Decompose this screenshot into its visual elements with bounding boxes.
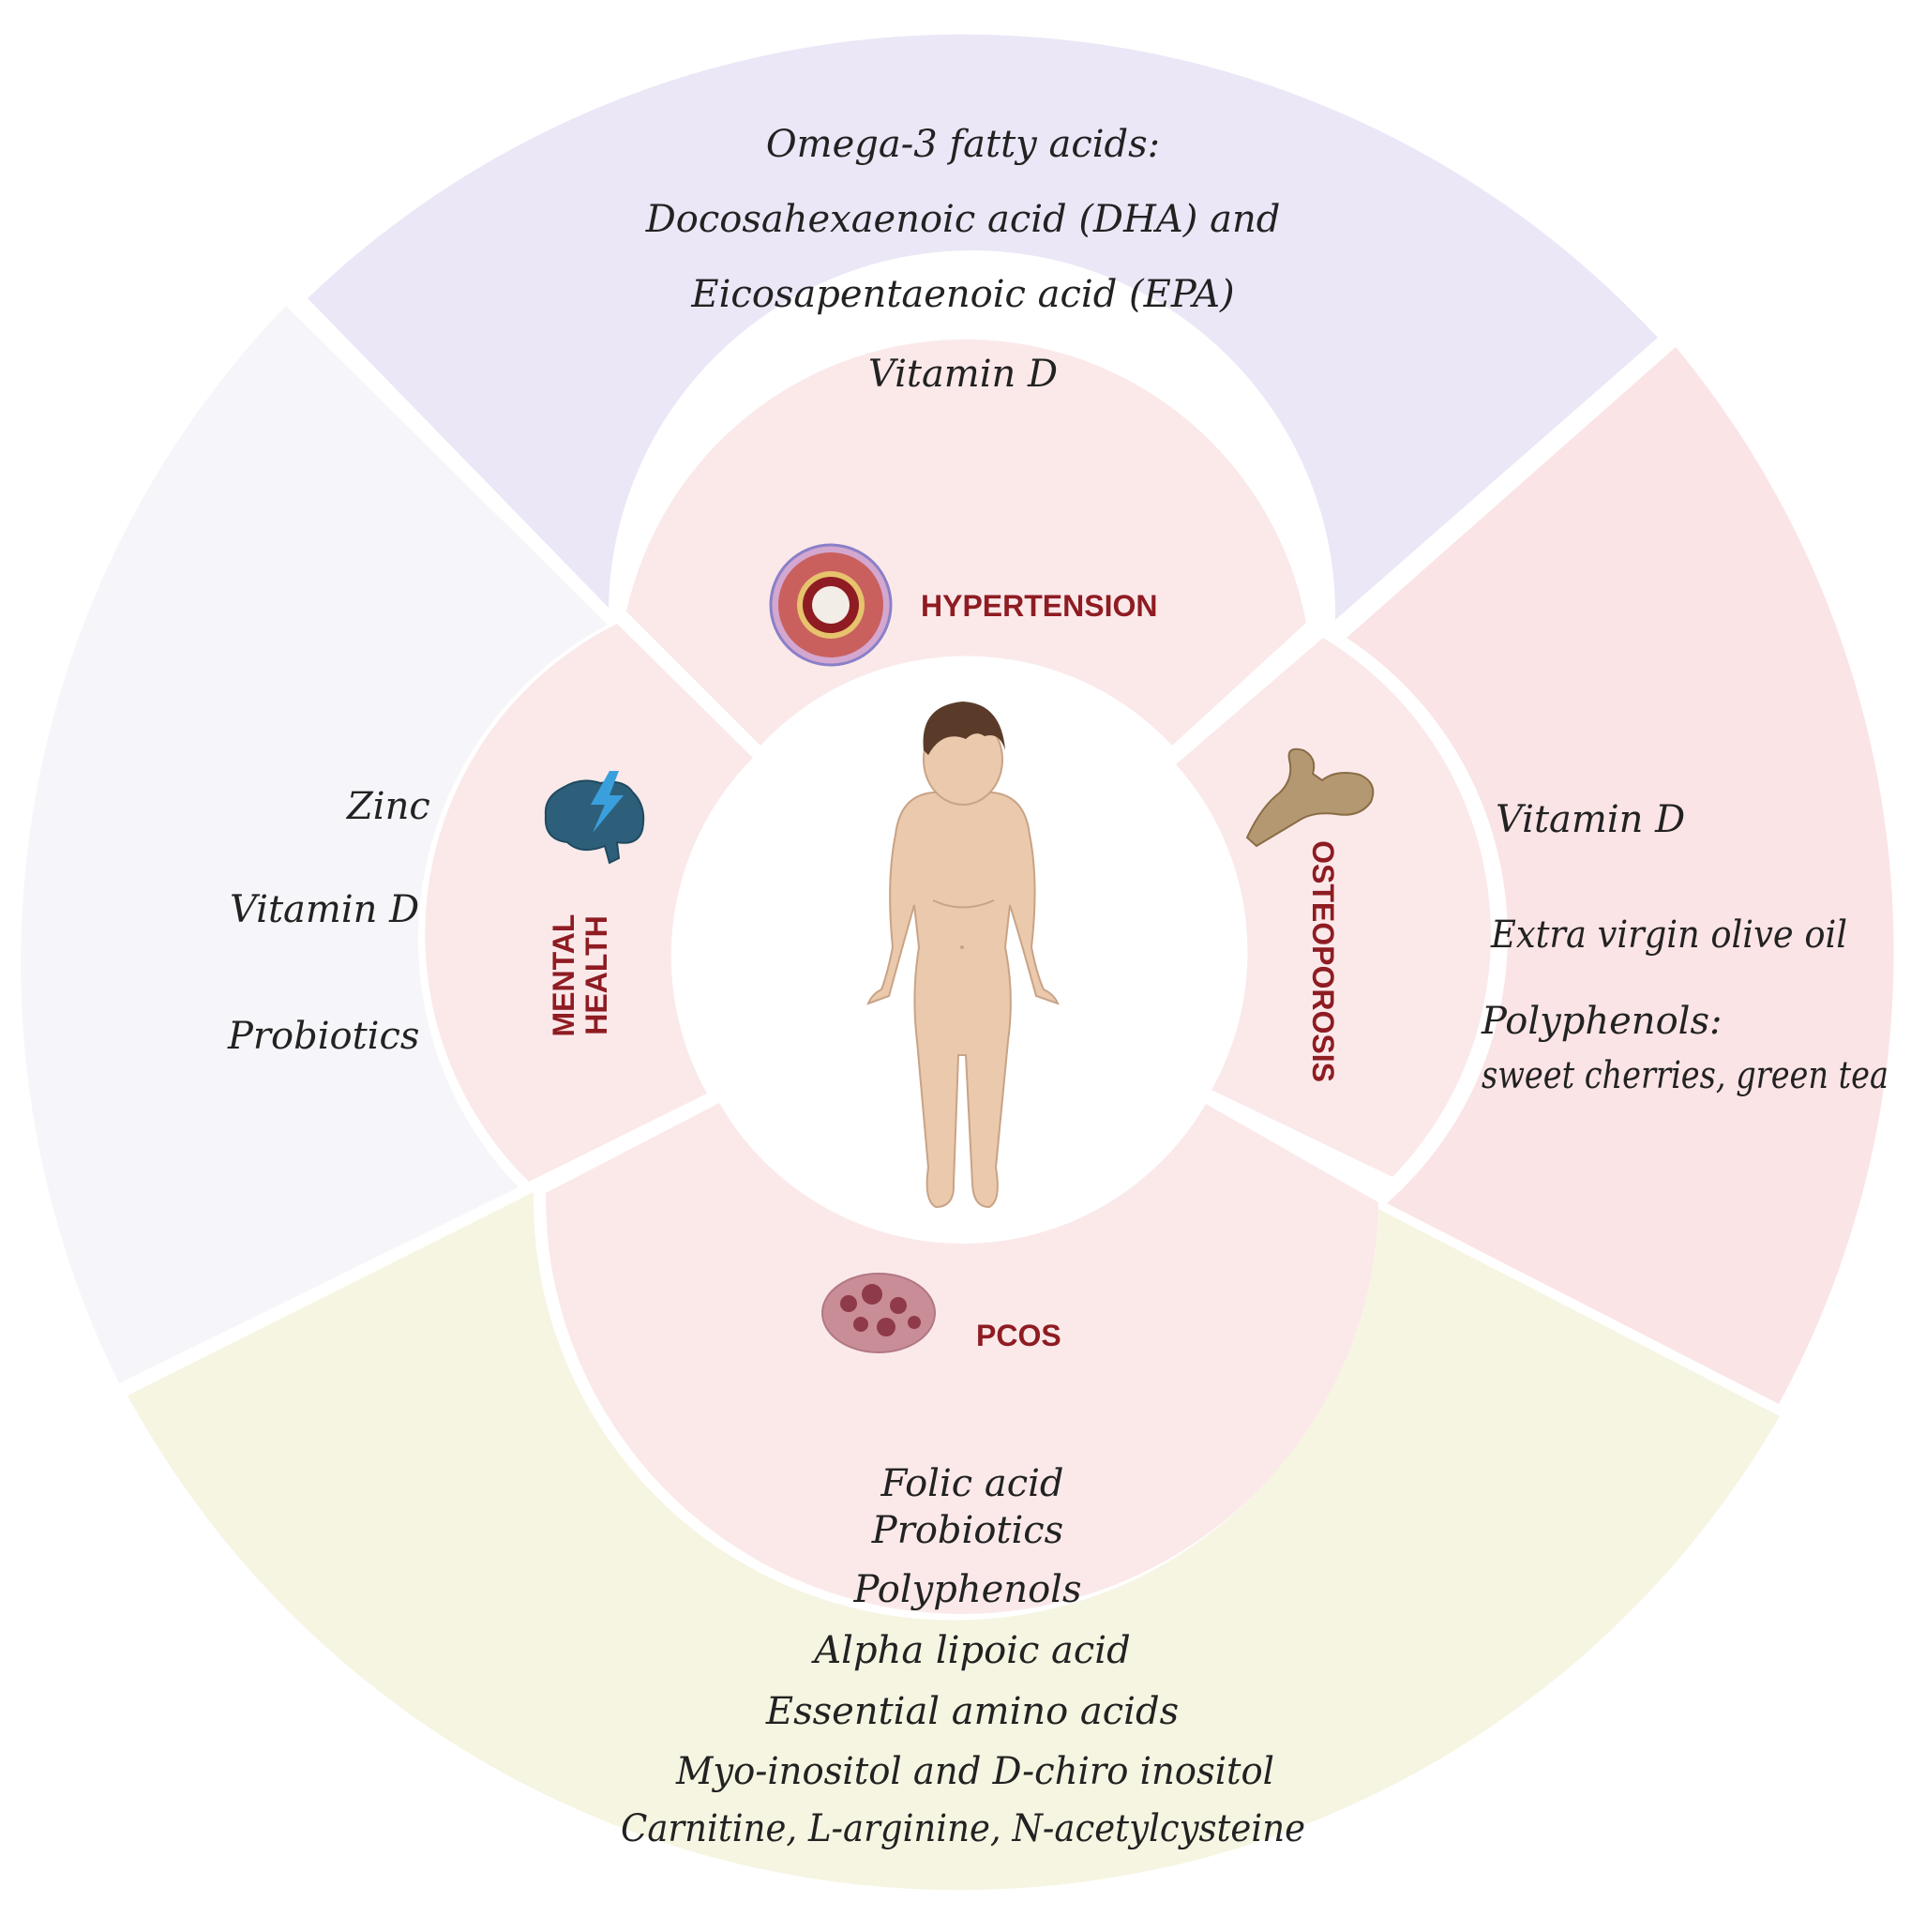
osteoporosis-label: OSTEOPOROSIS — [1306, 840, 1340, 1082]
brain-lightning-icon — [544, 771, 645, 865]
bottom-nutrient: Alpha lipoic acid — [810, 1629, 1130, 1672]
left-nutrient: Probiotics — [227, 1015, 419, 1058]
hypertension-label: HYPERTENSION — [921, 589, 1157, 623]
artery-cross-section-icon — [769, 543, 893, 667]
bottom-nutrient-list: Folic acid Probiotics Polyphenols Alpha … — [621, 1462, 1305, 1850]
top-nutrient: Omega-3 fatty acids: — [766, 123, 1160, 166]
ovary-icon — [821, 1273, 936, 1353]
mental-health-label: MENTAL HEALTH — [547, 914, 613, 1037]
bottom-nutrient: Folic acid — [880, 1462, 1064, 1505]
top-segment — [308, 34, 1658, 620]
bone-icon — [1245, 747, 1375, 848]
right-nutrient: Extra virgin olive oil — [1490, 913, 1847, 957]
bottom-segment — [128, 1192, 1780, 1891]
mental-health-segment — [425, 624, 753, 1182]
pcos-segment — [545, 1103, 1378, 1614]
right-nutrient: sweet cherries, green tea — [1482, 1054, 1888, 1097]
top-nutrient-list: Omega-3 fatty acids: Docosahexaenoic aci… — [645, 123, 1281, 396]
right-nutrient: Polyphenols: — [1481, 1000, 1722, 1043]
bottom-nutrient: Polyphenols — [853, 1568, 1082, 1611]
top-nutrient: Eicosapentaenoic acid (EPA) — [690, 273, 1234, 316]
outer-ring — [21, 34, 1894, 1891]
bottom-nutrient: Probiotics — [871, 1509, 1063, 1552]
mental-health-label-line1: MENTAL — [547, 914, 580, 1037]
left-nutrient-list: Zinc Vitamin D Probiotics — [227, 785, 430, 1058]
pcos-label: PCOS — [976, 1319, 1061, 1352]
top-nutrient: Docosahexaenoic acid (DHA) and — [645, 198, 1281, 241]
top-nutrient: Vitamin D — [868, 353, 1058, 396]
bottom-nutrient: Essential amino acids — [765, 1690, 1179, 1733]
left-nutrient: Zinc — [345, 785, 430, 828]
child-body-icon — [866, 702, 1060, 1209]
osteoporosis-segment — [1176, 638, 1491, 1177]
bottom-nutrient: Carnitine, L-arginine, N-acetylcysteine — [621, 1807, 1305, 1850]
left-segment — [21, 306, 609, 1383]
bottom-nutrient: Myo-inositol and D-chiro inositol — [675, 1750, 1274, 1793]
right-nutrient-list: Vitamin D Extra virgin olive oil Polyphe… — [1481, 798, 1888, 1097]
inner-ring — [425, 339, 1491, 1614]
right-segment — [1347, 347, 1894, 1404]
left-nutrient: Vitamin D — [230, 888, 419, 931]
mental-health-label-line2: HEALTH — [579, 915, 613, 1034]
right-nutrient: Vitamin D — [1496, 798, 1685, 841]
